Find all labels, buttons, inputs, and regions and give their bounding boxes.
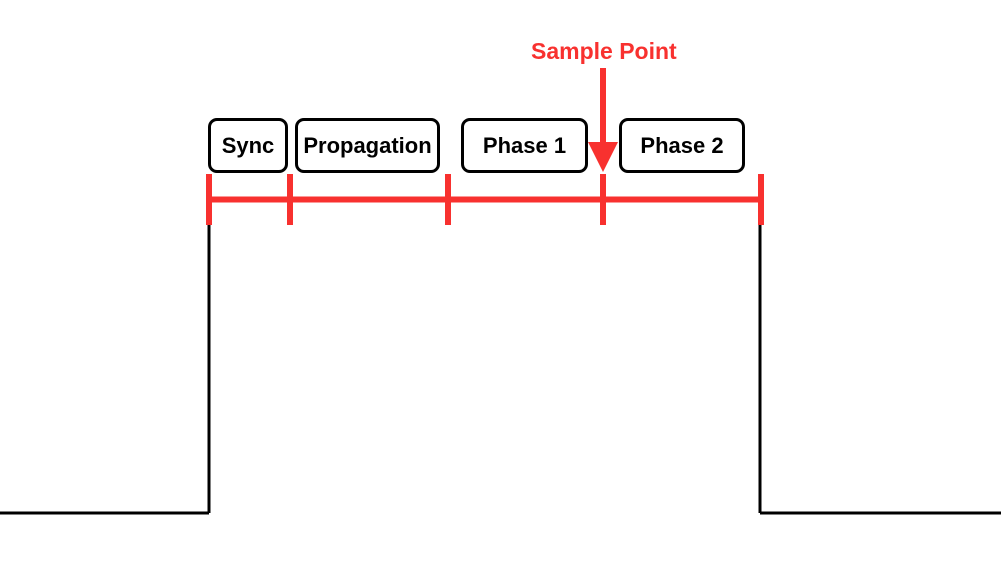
segment-box-propagation[interactable]: Propagation <box>295 118 440 173</box>
waveform-signal <box>0 225 1001 515</box>
segment-box-phase-1[interactable]: Phase 1 <box>461 118 588 173</box>
segment-label-sync: Sync <box>221 132 275 158</box>
segment-box-phase-2[interactable]: Phase 2 <box>619 118 745 173</box>
timeline-axis-group <box>206 174 764 225</box>
sample-point-arrow-head <box>588 142 618 172</box>
segment-box-sync[interactable]: Sync <box>208 118 288 173</box>
segment-label-phase-1: Phase 1 <box>482 132 567 158</box>
sample-point-arrow <box>588 68 618 172</box>
sample-point-label: Sample Point <box>531 38 677 64</box>
segment-label-propagation: Propagation <box>303 132 432 158</box>
segment-label-phase-2: Phase 2 <box>640 132 724 158</box>
